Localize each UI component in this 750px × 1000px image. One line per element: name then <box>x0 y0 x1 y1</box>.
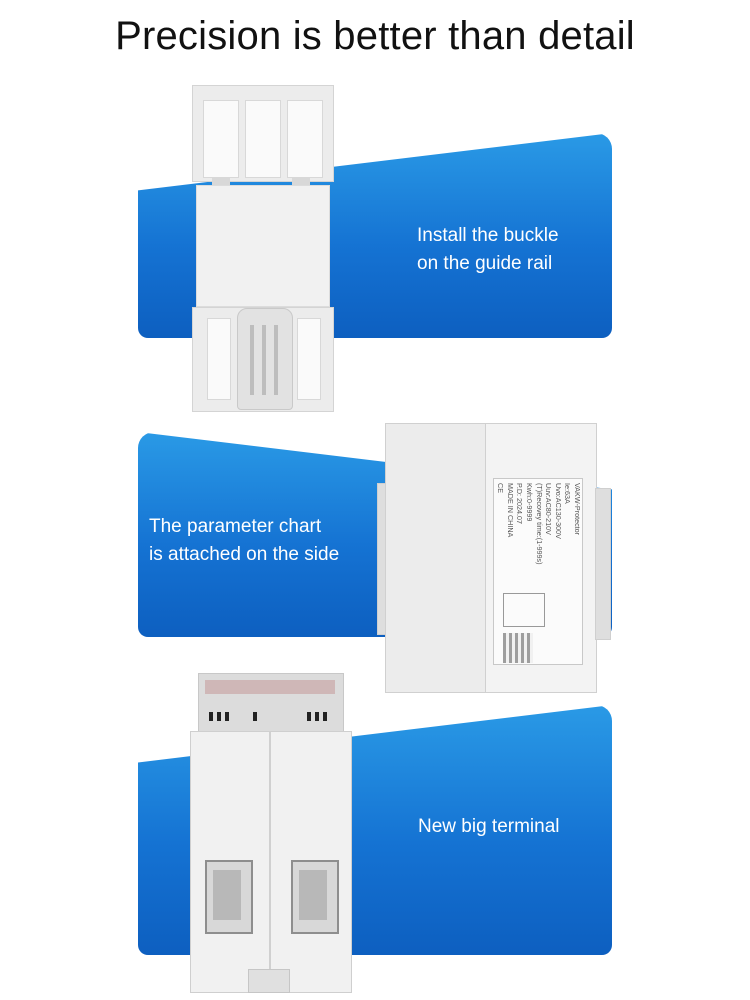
caption-line: Install the buckle <box>417 225 559 246</box>
caption-new-terminal: New big terminal <box>418 813 560 841</box>
page-headline: Precision is better than detail <box>115 14 635 58</box>
terminal-left <box>205 860 253 934</box>
caption-line: The parameter chart <box>149 516 322 537</box>
caption-line: on the guide rail <box>417 253 553 274</box>
label-line: (T)Recovey time:(1-999s) <box>534 483 544 565</box>
label-line: Uvo:AC130-300V <box>553 483 563 539</box>
caption-line: is attached on the side <box>149 544 340 565</box>
label-line: Uuv:AC80-210V <box>544 483 554 535</box>
caption-line: New big terminal <box>418 816 560 837</box>
caption-parameter-chart: The parameter chart is attached on the s… <box>149 513 339 569</box>
device-front-terminal-image <box>190 673 352 993</box>
label-line: VAKW-Protector <box>573 483 582 536</box>
din-rail-clip <box>237 308 293 410</box>
terminal-right <box>291 860 339 934</box>
caption-install-buckle: Install the buckle on the guide rail <box>417 222 559 278</box>
wiring-diagram-icon <box>503 593 545 627</box>
label-line: Ie:63A <box>563 483 573 504</box>
device-back-view-image <box>192 85 334 412</box>
qr-code-icon <box>503 633 533 663</box>
device-side-view-image: VAKW-Protector Ie:63A Uvo:AC130-300V Uuv… <box>377 423 611 693</box>
